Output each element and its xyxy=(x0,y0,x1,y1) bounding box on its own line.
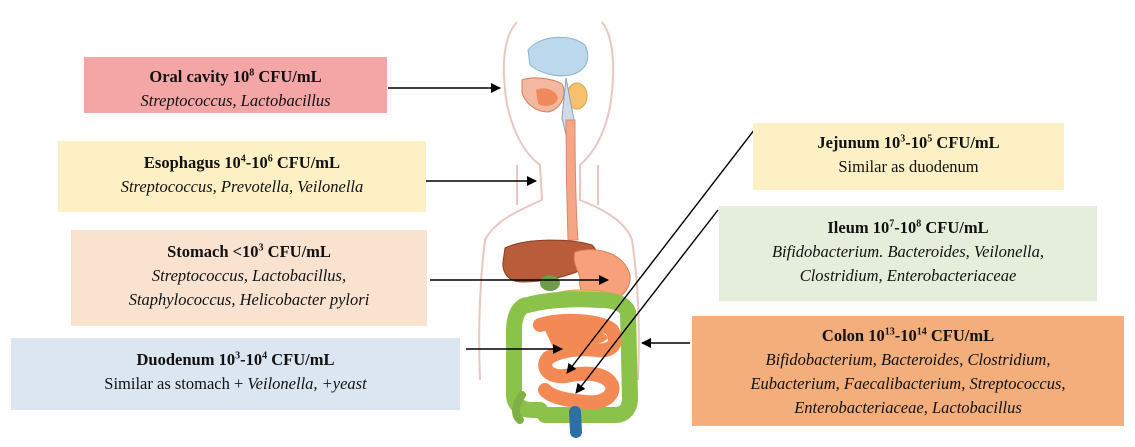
jejunum-description: Similar as duodenum xyxy=(753,155,1064,179)
jejunum-title: Jejunum 103-105 CFU/mL xyxy=(753,131,1064,155)
duodenum-title: Duodenum 103-104 CFU/mL xyxy=(11,348,460,372)
nasal-cavity xyxy=(528,37,588,76)
count-base: 10 xyxy=(224,153,241,172)
esophagus-box: Esophagus 104-106 CFU/mL Streptococcus, … xyxy=(58,141,426,212)
jejunum-box: Jejunum 103-105 CFU/mL Similar as duoden… xyxy=(753,123,1064,190)
count-exponent: 13 xyxy=(885,327,895,338)
region-name: Ileum xyxy=(827,218,868,237)
count-base-upper: 10 xyxy=(246,350,263,369)
stomach-bacteria-line-2: Staphylococcus, Helicobacter pylori xyxy=(71,288,427,312)
count-exponent: 8 xyxy=(249,68,254,79)
ileum-title: Ileum 107-108 CFU/mL xyxy=(719,216,1097,240)
ileum-bacteria-line-2: Clostridium, Enterobacteriaceae xyxy=(719,264,1097,288)
count-base: 10 xyxy=(873,218,890,237)
region-name: Esophagus xyxy=(144,153,220,172)
unit: CFU/mL xyxy=(931,326,994,345)
colon-title: Colon 1013-1014 CFU/mL xyxy=(692,324,1124,348)
count-exponent-upper: 6 xyxy=(268,154,273,165)
count-exponent: 3 xyxy=(259,243,264,254)
count-base-upper: 10 xyxy=(900,326,917,345)
count-base: 10 xyxy=(233,67,250,86)
colon-box: Colon 1013-1014 CFU/mL Bifidobacterium, … xyxy=(692,316,1124,426)
count-exponent-upper: 5 xyxy=(927,134,932,145)
count-base-upper: 10 xyxy=(900,218,917,237)
esophagus-title: Esophagus 104-106 CFU/mL xyxy=(58,151,426,175)
oral-cavity-box: Oral cavity 108 CFU/mL Streptococcus, La… xyxy=(84,57,387,113)
gallbladder xyxy=(540,275,560,291)
colon-bacteria-line-3: Enterobacteriaceae, Lactobacillus xyxy=(692,396,1124,420)
ileum-bacteria-line-1: Bifidobacterium. Bacteroides, Veilonella… xyxy=(719,240,1097,264)
region-name: Jejunum xyxy=(817,133,879,152)
count-base: 10 xyxy=(868,326,885,345)
oral-cavity-bacteria: Streptococcus, Lactobacillus xyxy=(84,89,387,113)
ileum-box: Ileum 107-108 CFU/mL Bifidobacterium. Ba… xyxy=(719,206,1097,301)
region-name: Oral cavity xyxy=(149,67,228,86)
count-base-upper: 10 xyxy=(251,153,268,172)
stomach-bacteria-line-1: Streptococcus, Lactobacillus, xyxy=(71,264,427,288)
unit: CFU/mL xyxy=(271,350,334,369)
colon-bacteria-line-1: Bifidobacterium, Bacteroides, Clostridiu… xyxy=(692,348,1124,372)
count-base: 10 xyxy=(884,133,901,152)
rectum xyxy=(575,412,576,432)
esophagus-bacteria: Streptococcus, Prevotella, Veilonella xyxy=(58,175,426,199)
unit: CFU/mL xyxy=(268,242,331,261)
unit: CFU/mL xyxy=(936,133,999,152)
count-base-upper: 10 xyxy=(911,133,928,152)
duodenum-box: Duodenum 103-104 CFU/mL Similar as stoma… xyxy=(11,338,460,410)
unit: CFU/mL xyxy=(277,153,340,172)
count-exponent-upper: 4 xyxy=(262,351,267,362)
unit: CFU/mL xyxy=(925,218,988,237)
region-name: Colon xyxy=(822,326,864,345)
esophagus xyxy=(566,120,578,240)
region-name: Stomach xyxy=(167,242,228,261)
count-exponent-upper: 14 xyxy=(917,327,927,338)
description-plain: Similar as stomach + xyxy=(104,374,247,393)
count-exponent-upper: 8 xyxy=(916,219,921,230)
oral-cavity-title: Oral cavity 108 CFU/mL xyxy=(84,65,387,89)
stomach-title: Stomach <103 CFU/mL xyxy=(71,240,427,264)
stomach-box: Stomach <103 CFU/mL Streptococcus, Lacto… xyxy=(71,230,427,326)
description-italic: Veilonella, +yeast xyxy=(247,374,366,393)
region-name: Duodenum xyxy=(137,350,215,369)
unit: CFU/mL xyxy=(258,67,321,86)
count-base: <10 xyxy=(233,242,259,261)
count-base: 10 xyxy=(219,350,236,369)
duodenum-description: Similar as stomach + Veilonella, +yeast xyxy=(11,372,460,396)
colon-bacteria-line-2: Eubacterium, Faecalibacterium, Streptoco… xyxy=(692,372,1124,396)
